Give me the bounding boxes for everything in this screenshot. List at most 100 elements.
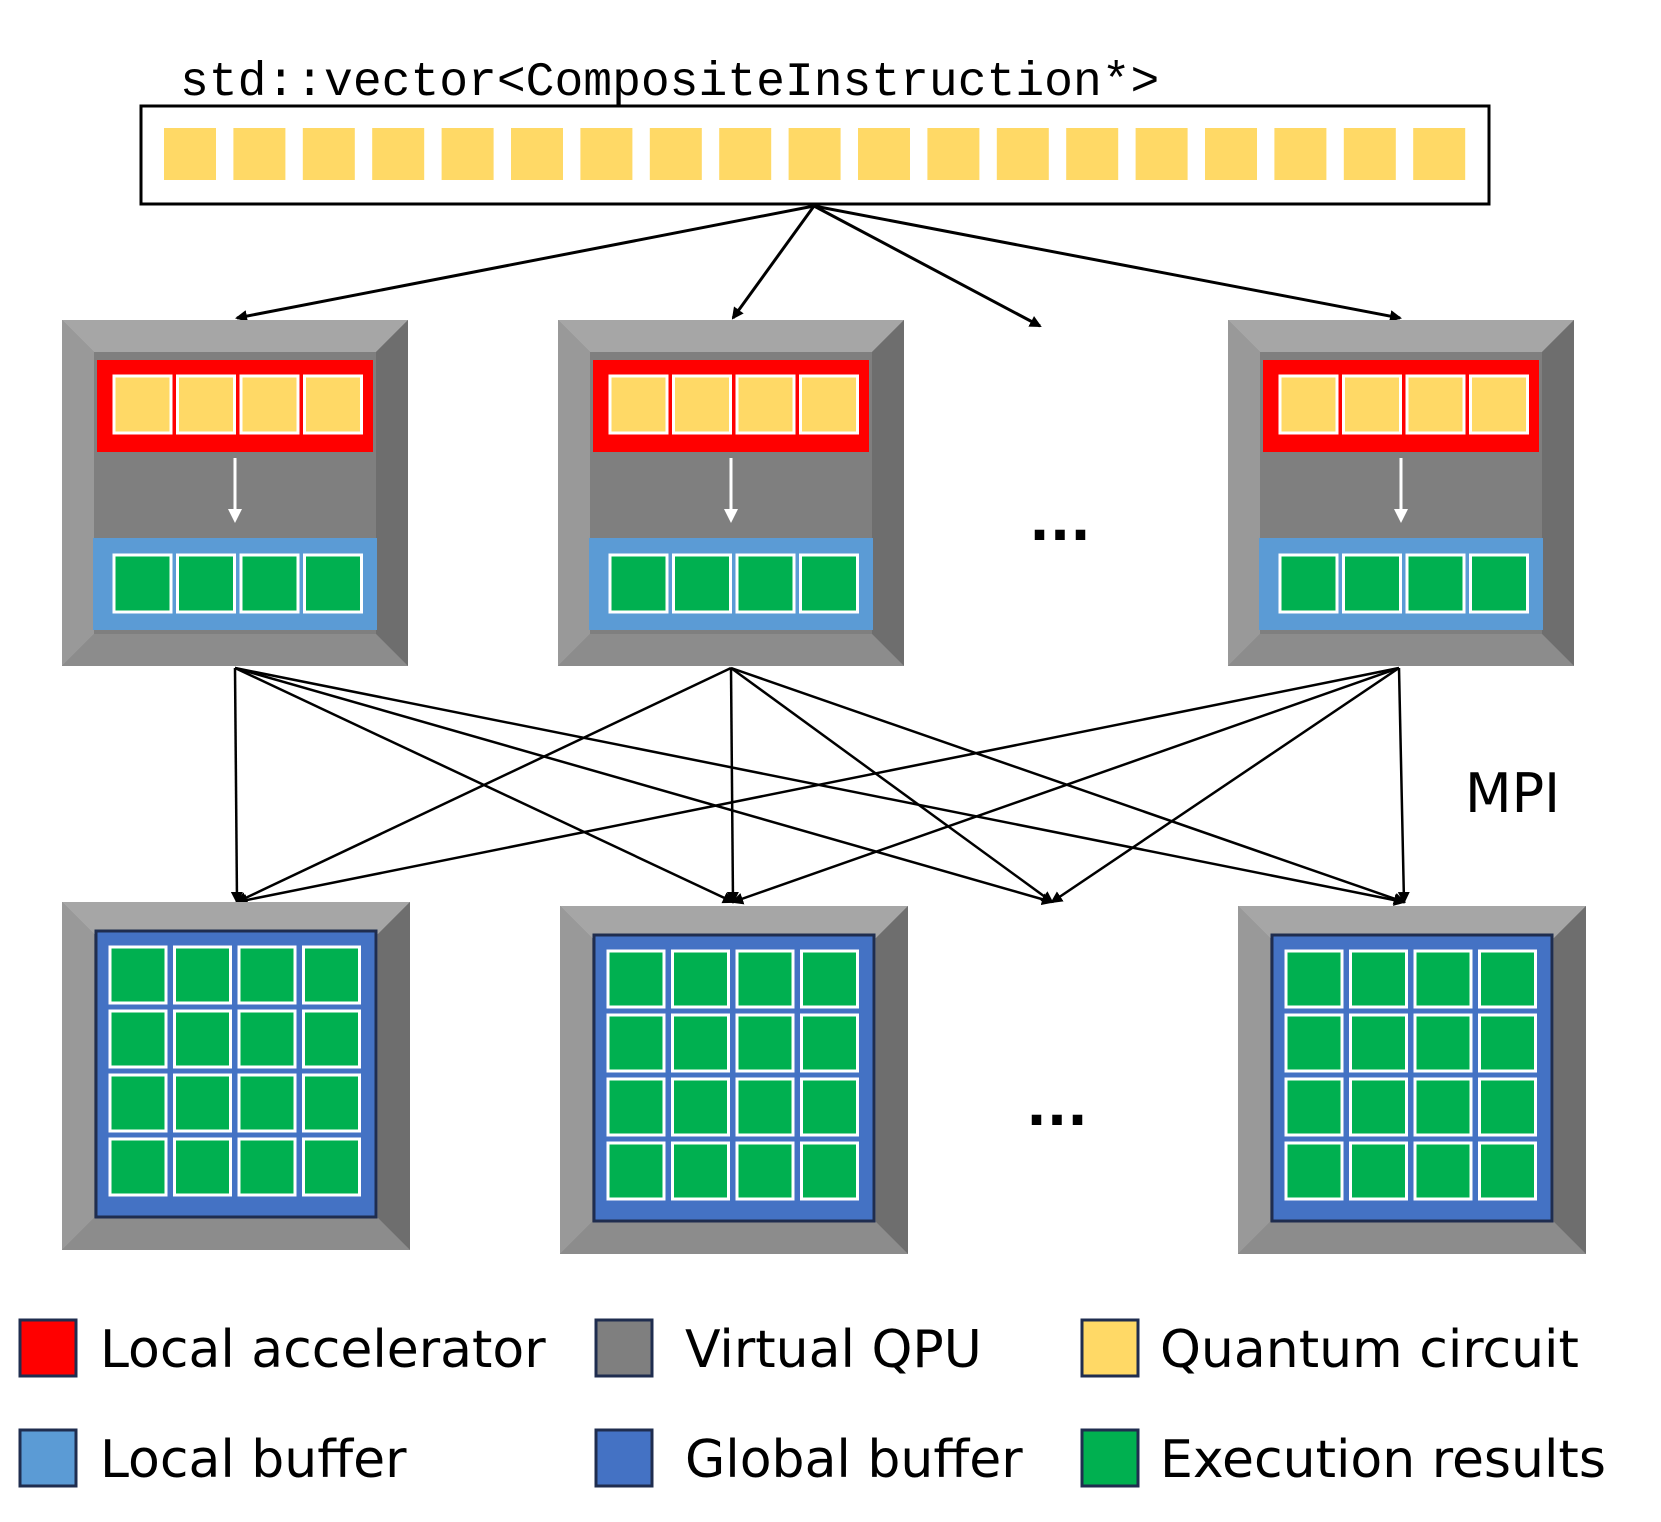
global-result-item xyxy=(1284,1141,1344,1201)
legend-label: Virtual QPU xyxy=(685,1320,982,1380)
virtual-qpu-swatch xyxy=(594,1318,654,1378)
global-result-item xyxy=(1413,949,1473,1009)
global-result-item xyxy=(173,1073,232,1133)
local-buffer-swatch xyxy=(18,1428,78,1488)
mpi-arrow xyxy=(730,666,1054,904)
global-result-item xyxy=(671,1141,730,1201)
global-result-item xyxy=(237,1137,297,1197)
distribution-arrow xyxy=(813,204,1042,328)
global-result-item xyxy=(606,1141,666,1201)
qpu-circuit-item xyxy=(303,374,363,435)
local-accelerator-swatch xyxy=(18,1318,78,1378)
qpu-circuit-item xyxy=(1469,374,1529,435)
distribution-arrow xyxy=(813,204,1402,323)
global-result-item xyxy=(237,1009,297,1069)
legend-label: Global buffer xyxy=(685,1430,1023,1490)
vector-circuit-item xyxy=(1066,128,1119,180)
virtual-qpu xyxy=(62,320,408,666)
global-result-item xyxy=(606,949,666,1009)
virtual-qpu xyxy=(62,902,410,1250)
qpu-circuit-item xyxy=(1342,374,1402,435)
vector-circuit-item xyxy=(511,128,563,180)
vector-circuit-item xyxy=(1343,128,1396,180)
composite-instruction-vector xyxy=(139,104,1491,206)
global-result-item xyxy=(237,1073,297,1133)
global-result-item xyxy=(735,1077,795,1137)
vector-circuit-item xyxy=(858,128,910,180)
vector-circuit-item xyxy=(927,128,980,180)
global-result-item xyxy=(800,1077,859,1137)
global-result-item xyxy=(735,1141,795,1201)
local-result-item xyxy=(1278,553,1339,614)
local-result-item xyxy=(799,553,859,614)
vector-circuit-item xyxy=(580,128,633,180)
global-result-item xyxy=(735,949,795,1009)
virtual-qpu xyxy=(558,320,904,666)
mpi-arrow xyxy=(234,666,1054,906)
vector-circuit-item xyxy=(1135,128,1188,180)
global-result-item xyxy=(671,1077,730,1137)
global-result-item xyxy=(173,1009,232,1069)
legend-label: Quantum circuit xyxy=(1160,1320,1579,1380)
global-result-item xyxy=(735,1013,795,1073)
virtual-qpu xyxy=(560,906,908,1254)
global-ellipsis: ... xyxy=(1026,1075,1088,1138)
qpu-circuit-item xyxy=(608,374,669,435)
global-result-item xyxy=(671,949,730,1009)
vector-circuit-item xyxy=(1413,128,1466,180)
virtual-qpu xyxy=(1228,320,1574,666)
qpu-circuit-item xyxy=(112,374,173,435)
vector-circuit-item xyxy=(164,128,216,180)
vector-circuit-item xyxy=(441,128,494,180)
mpi-arrow xyxy=(1050,666,1400,904)
mpi-arrow xyxy=(235,666,1400,906)
vector-circuit-item xyxy=(233,128,286,180)
mpi-label: MPI xyxy=(1465,762,1560,825)
vector-circuit-item xyxy=(788,128,841,180)
global-result-item xyxy=(173,1137,232,1197)
execution-results-swatch xyxy=(1080,1428,1140,1488)
global-result-item xyxy=(108,1073,168,1133)
global-result-item xyxy=(108,1009,168,1069)
virtual-qpu-row xyxy=(62,320,1574,666)
global-result-item xyxy=(302,1009,361,1069)
vector-circuit-item xyxy=(719,128,772,180)
global-result-item xyxy=(1478,949,1537,1009)
global-result-item xyxy=(302,1137,361,1197)
legend-label: Local buffer xyxy=(100,1430,407,1490)
qpu-circuit-item xyxy=(672,374,732,435)
global-buffer-swatch xyxy=(594,1428,654,1488)
global-result-item xyxy=(1478,1077,1537,1137)
global-result-item xyxy=(606,1077,666,1137)
global-result-item xyxy=(1284,1013,1344,1073)
global-result-item xyxy=(1349,1141,1408,1201)
virtual-qpu xyxy=(1238,906,1586,1254)
global-result-item xyxy=(237,945,297,1005)
qpu-circuit-item xyxy=(735,374,796,435)
global-result-item xyxy=(1413,1077,1473,1137)
mpi-arrow xyxy=(731,666,1400,905)
qpu-circuit-item xyxy=(1278,374,1339,435)
qpu-circuit-item xyxy=(239,374,300,435)
local-result-item xyxy=(672,553,732,614)
global-result-item xyxy=(108,1137,168,1197)
global-buffer-row xyxy=(62,902,1586,1254)
vector-circuit-item xyxy=(996,128,1049,180)
local-result-item xyxy=(1469,553,1529,614)
global-result-item xyxy=(1413,1141,1473,1201)
local-result-item xyxy=(608,553,669,614)
local-result-item xyxy=(303,553,363,614)
global-result-item xyxy=(1478,1141,1537,1201)
qpu-ellipsis: ... xyxy=(1029,490,1091,553)
vector-circuit-item xyxy=(1274,128,1327,180)
vector-circuit-item xyxy=(1205,128,1257,180)
mpi-arrow xyxy=(1397,667,1410,904)
global-result-item xyxy=(302,1073,361,1133)
local-result-item xyxy=(176,553,236,614)
quantum-circuit-swatch xyxy=(1080,1318,1140,1378)
vector-circuit-item xyxy=(372,128,425,180)
global-result-item xyxy=(671,1013,730,1073)
vector-title: std::vector<CompositeInstruction*> xyxy=(180,56,1159,110)
